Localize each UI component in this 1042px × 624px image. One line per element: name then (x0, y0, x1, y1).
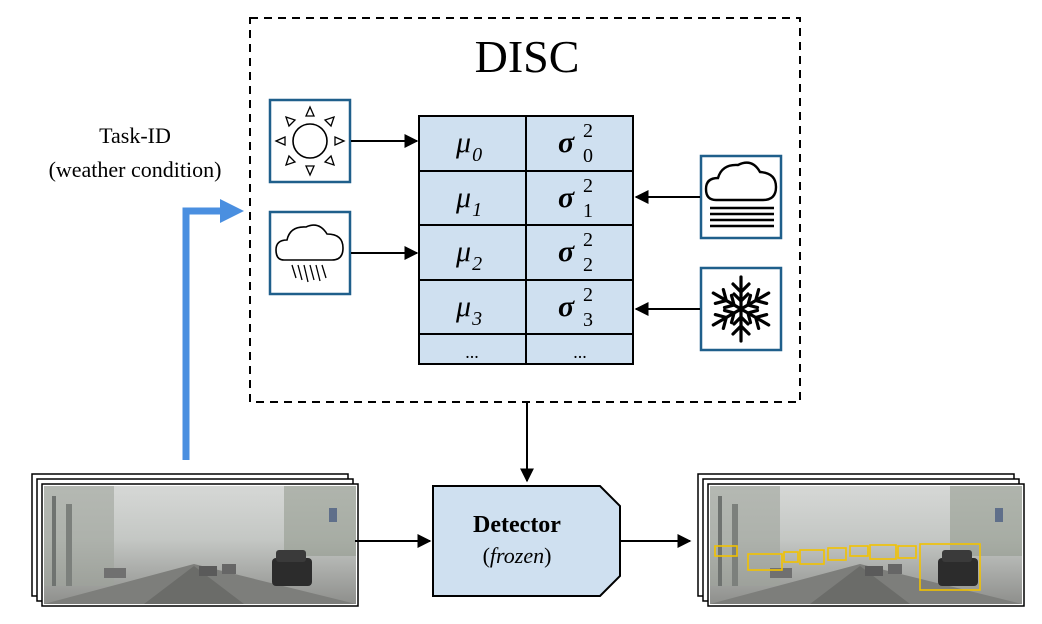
table-row: μ2 σ 2 2 (455, 229, 593, 276)
sigma-subscript: 0 (583, 145, 593, 167)
disc-title: DISC (475, 31, 580, 82)
task-id-label: Task-ID (99, 123, 171, 148)
snowflake-icon (699, 266, 783, 352)
sigma-superscript: 2 (583, 284, 593, 306)
table-ellipsis: ... (465, 342, 479, 362)
detection-output-image (710, 486, 1022, 604)
disc-container (249, 17, 801, 403)
fog-cloud-icon (699, 154, 783, 240)
sigma-subscript: 2 (583, 254, 593, 276)
sigma-subscript: 3 (583, 309, 593, 331)
mu-subscript: 3 (471, 308, 482, 330)
table-row: μ1 σ 2 1 (455, 175, 593, 222)
rain-cloud-icon (268, 210, 352, 296)
task-id-arrow (182, 207, 222, 460)
svg-text:μ1: μ1 (455, 181, 482, 221)
parameter-table: μ0 σ 2 0 μ1 σ 2 1 μ2 σ 2 2 μ3 σ 2 3 ... … (418, 115, 634, 365)
sigma-superscript: 2 (583, 175, 593, 197)
mu-subscript: 2 (472, 253, 482, 275)
sigma-symbol: σ (558, 235, 575, 268)
svg-text:μ3: μ3 (455, 290, 482, 330)
sun-icon (268, 98, 352, 184)
task-id-arrowhead (220, 199, 244, 223)
sigma-superscript: 2 (583, 120, 593, 142)
detector-subtitle: frozen (490, 543, 544, 568)
output-image-stack (697, 473, 1025, 607)
svg-text:σ: σ (558, 235, 575, 268)
mu-subscript: 0 (472, 144, 482, 166)
detector-paren-close: ) (544, 543, 551, 568)
sigma-subscript: 1 (583, 200, 593, 222)
detection-boxes (714, 543, 981, 591)
mu-symbol: μ (455, 235, 471, 268)
input-image-stack (31, 473, 359, 607)
mu-symbol: μ (455, 181, 471, 214)
detector-block: Detector (frozen) (432, 485, 621, 597)
sigma-symbol: σ (558, 181, 575, 214)
detector-paren-open: ( (483, 543, 490, 568)
svg-text:μ2: μ2 (455, 235, 482, 275)
svg-text:μ0: μ0 (455, 126, 482, 166)
mu-subscript: 1 (472, 199, 482, 221)
sigma-symbol: σ (558, 126, 575, 159)
table-ellipsis: ... (573, 342, 587, 362)
table-row: μ3 σ 2 3 (455, 284, 593, 331)
detector-title: Detector (473, 512, 561, 538)
svg-text:σ: σ (558, 126, 575, 159)
svg-text:σ: σ (558, 290, 575, 323)
svg-text:σ: σ (558, 181, 575, 214)
mu-symbol: μ (455, 290, 471, 323)
mu-symbol: μ (455, 126, 471, 159)
table-row: μ0 σ 2 0 (455, 120, 593, 167)
foggy-street-image (44, 486, 356, 604)
svg-text:(frozen): (frozen) (483, 543, 552, 568)
sigma-superscript: 2 (583, 229, 593, 251)
task-id-sublabel: (weather condition) (49, 157, 222, 182)
sigma-symbol: σ (558, 290, 575, 323)
